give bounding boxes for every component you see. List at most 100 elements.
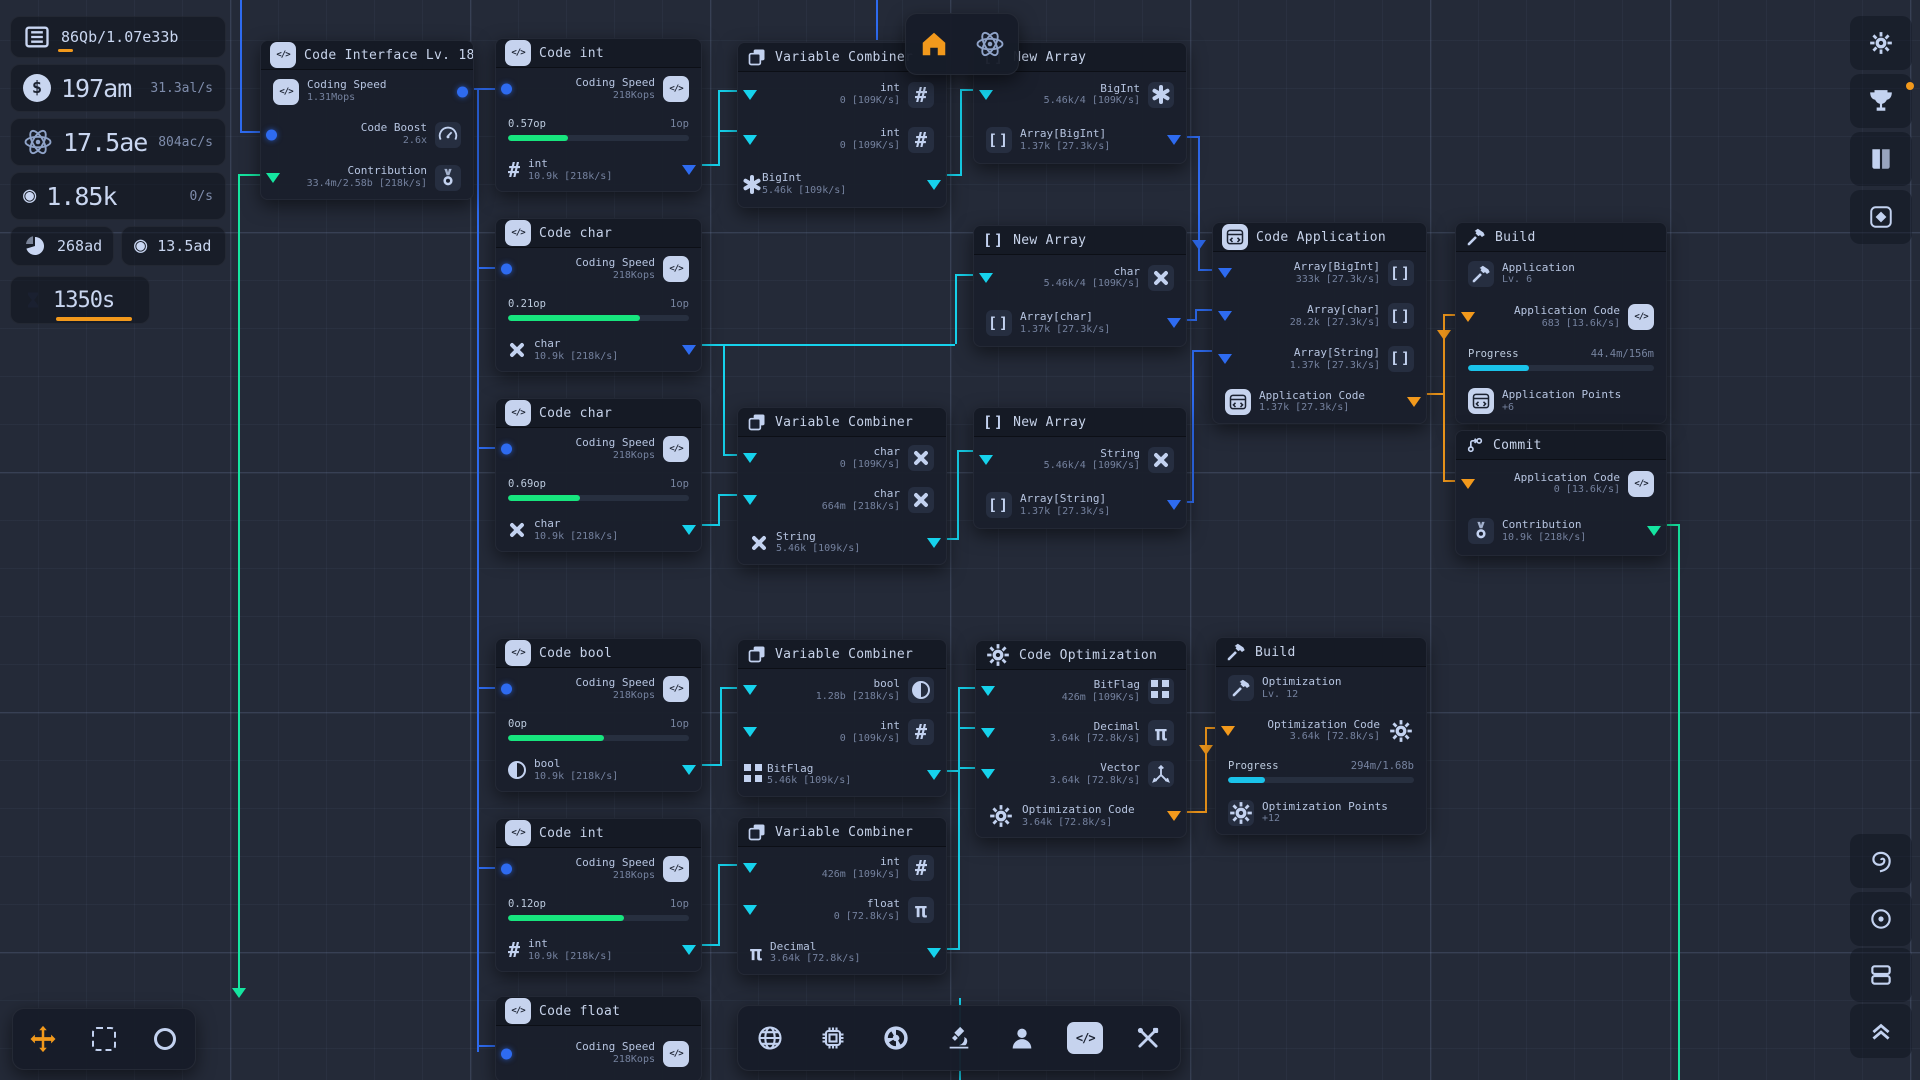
edge-segment [718,494,720,526]
int-icon: # [508,937,521,962]
array-icon: [] [986,127,1012,154]
node-title: Variable Combiner [775,414,914,430]
network-button[interactable] [747,1015,793,1061]
row-label: Decimal [1093,719,1140,733]
code-icon: </> [505,998,531,1024]
edge-segment [945,174,960,176]
code-icon: </> [505,220,531,246]
node-header: </>Code int [496,819,701,848]
output-port [682,944,696,955]
library-button[interactable] [1850,132,1912,186]
resource-value: 13.5ad [157,237,212,255]
row-value: 0 [109K/s] [839,95,900,107]
edge-segment [477,687,497,689]
row-label: char [1113,264,1141,278]
row-value: 10.9k [218k/s] [528,170,613,182]
select-tool-button[interactable] [81,1016,127,1062]
string-icon [1148,446,1174,473]
input-port [981,769,995,780]
edge-segment [1185,136,1198,138]
output-port [1167,500,1181,511]
engine-button[interactable] [873,1015,919,1061]
optimization-code-icon [988,803,1014,829]
bool-icon [908,677,934,704]
input-port [1461,478,1475,489]
timer-value: 1350s [53,287,115,313]
output-port [1167,135,1181,146]
resource-timer: 1350s [10,276,150,324]
node-header: Commit [1456,431,1666,460]
progress-target: 1op [670,717,689,730]
edge-segment [700,764,720,766]
home-button[interactable] [911,21,957,67]
progress-fill [508,494,581,501]
row-label: int [528,936,548,950]
node-header: Variable Combiner [738,640,946,669]
edge-segment [700,524,718,526]
resource-value: 17.5ae [63,127,148,157]
servers-button[interactable] [1850,948,1912,1002]
edge-segment [958,727,960,950]
galaxy-button[interactable] [1850,834,1912,888]
move-tool-button[interactable] [20,1016,66,1062]
row-value: 5.46k/4 [109K/s] [1043,278,1140,290]
achievements-button[interactable] [1850,74,1912,128]
combine-icon [747,644,767,664]
row-label: int [880,81,900,95]
node-title: New Array [1013,232,1087,248]
node-title: New Array [1013,414,1087,430]
collapse-all-button[interactable] [1850,1004,1912,1058]
edge-segment [720,687,722,766]
settings-button[interactable] [1850,16,1912,70]
orange-underline [58,49,73,52]
tools-button[interactable] [1125,1015,1171,1061]
row-label: Application Points [1502,388,1622,402]
focus-button[interactable] [1850,892,1912,946]
edge-segment [718,494,737,496]
explore-button[interactable] [1850,190,1912,244]
edge-segment [477,447,497,449]
node-header: Variable Combiner [738,818,946,847]
row-value: 218Kops [612,449,655,461]
row-label: Coding Speed [575,75,655,89]
progress-label: Progress [1228,760,1279,773]
input-port [743,727,757,738]
profile-button[interactable] [999,1015,1045,1061]
hardware-button[interactable] [810,1015,856,1061]
bigint-icon [750,175,754,194]
coding-button[interactable]: </> [1062,1015,1108,1061]
tools-icon [1134,1024,1162,1052]
node-header: </>Code bool [496,639,701,668]
array-icon: [] [1388,345,1414,372]
bottom-left-toolbar [12,1008,196,1070]
atom-view-button[interactable] [967,21,1013,67]
circle-tool-button[interactable] [142,1016,188,1062]
research-button[interactable] [936,1015,982,1061]
input-port [981,685,995,696]
